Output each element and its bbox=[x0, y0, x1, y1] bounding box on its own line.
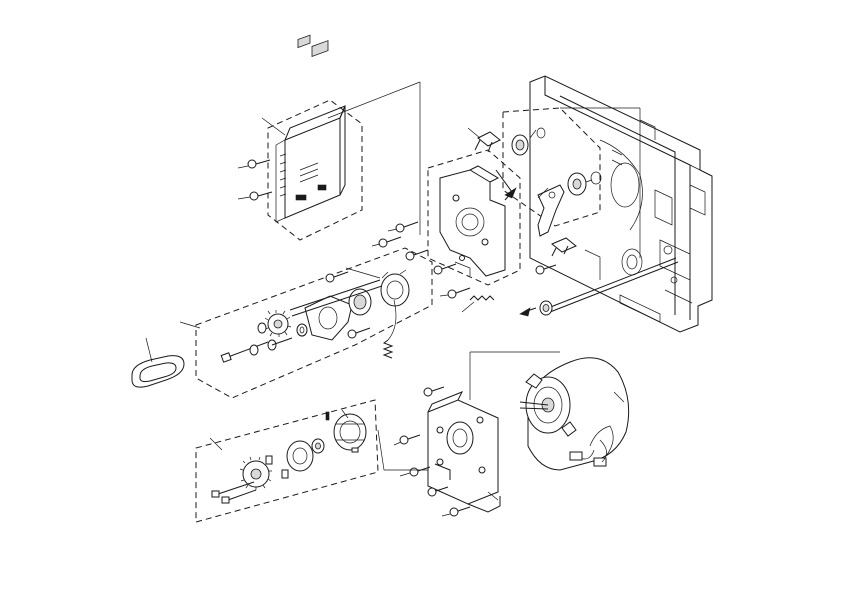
leader-bracket-bottom bbox=[487, 491, 499, 501]
tension-spring bbox=[461, 295, 495, 313]
leader-bearing bbox=[529, 129, 537, 139]
leader-clip bbox=[467, 127, 481, 139]
drive-gear-assembly bbox=[195, 247, 433, 399]
leader-lever bbox=[537, 187, 549, 199]
control-board-assembly bbox=[267, 34, 363, 241]
board-screw-upper bbox=[237, 159, 271, 169]
leader-motor bbox=[613, 391, 625, 403]
leader-toothed-pulley bbox=[341, 409, 349, 419]
coil-spring bbox=[382, 299, 397, 359]
leader-gear-group bbox=[179, 321, 201, 329]
mounting-bracket-assembly bbox=[427, 149, 521, 286]
board-screw-lower bbox=[237, 191, 273, 201]
leader-pulley-to-bracket bbox=[377, 429, 385, 471]
lever-bearing-assembly bbox=[474, 107, 602, 237]
leader-board bbox=[261, 117, 286, 136]
bracket-screw-a bbox=[387, 221, 419, 233]
bracket-screw-b bbox=[371, 236, 402, 248]
leader-pulley-group bbox=[209, 437, 223, 451]
motor-screw-4 bbox=[427, 486, 449, 497]
motor-screw-1 bbox=[423, 386, 445, 397]
bracket-screw-e bbox=[439, 287, 471, 299]
leader-board-2 bbox=[327, 81, 421, 119]
leader-clutch bbox=[345, 267, 381, 279]
motor-screw-3 bbox=[399, 466, 431, 477]
motor-bracket bbox=[427, 391, 501, 513]
retaining-clip bbox=[551, 237, 577, 257]
motor-screw-2 bbox=[393, 434, 421, 446]
long-shaft bbox=[519, 257, 679, 317]
pulley-gear-assembly bbox=[195, 399, 379, 523]
bracket-screw-d bbox=[433, 263, 457, 275]
motor-screw-5 bbox=[441, 506, 471, 517]
main-chassis-frame bbox=[529, 75, 713, 333]
drive-belt bbox=[131, 355, 185, 388]
leader-belt bbox=[145, 337, 153, 363]
shaft-screw bbox=[535, 264, 557, 275]
drive-motor bbox=[519, 357, 630, 471]
